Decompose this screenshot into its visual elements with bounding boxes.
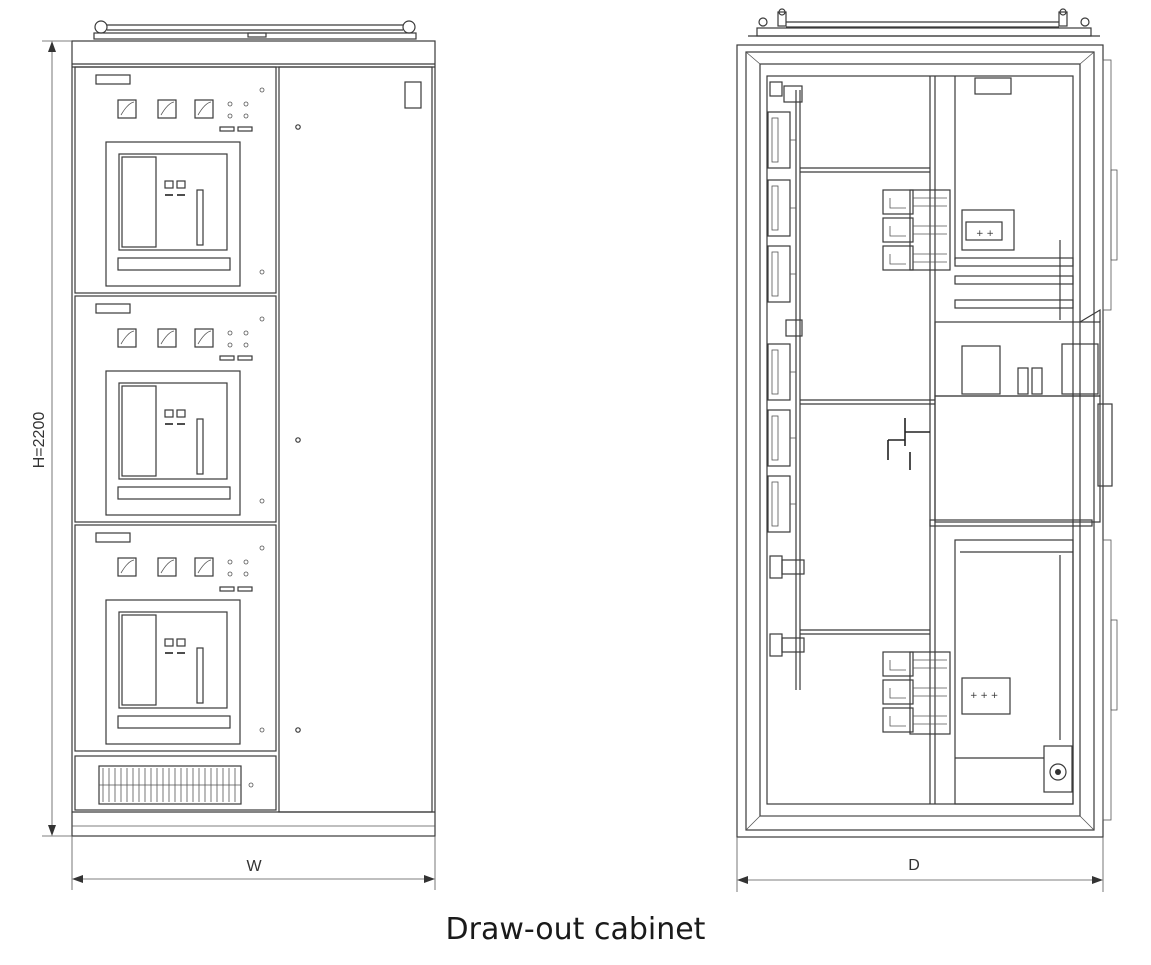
side-frame [736, 44, 1118, 838]
side-busbar-column [767, 81, 805, 690]
side-lifting-bar [748, 8, 1100, 37]
side-view: + + + [736, 8, 1118, 892]
side-breaker-drawer [887, 308, 1113, 527]
svg-text:+ + +: + + + [970, 691, 998, 701]
side-busbar-cluster-lower [882, 651, 951, 735]
depth-label: D [908, 857, 920, 874]
front-lifting-bar [93, 20, 417, 40]
front-drawer-3 [74, 524, 277, 752]
width-dimension: W [71, 836, 436, 890]
front-drawer-1 [74, 66, 277, 294]
height-label: H=2200 [31, 412, 48, 469]
depth-dimension: D [736, 837, 1104, 892]
front-right-door [278, 66, 433, 813]
side-rails [800, 76, 956, 804]
front-view: H=2200 W [31, 20, 436, 890]
width-label: W [246, 858, 262, 875]
svg-text:+ +: + + [976, 229, 994, 239]
front-cabinet-frame [71, 40, 436, 837]
height-dimension: H=2200 [31, 40, 72, 837]
diagram-caption: Draw-out cabinet [445, 912, 706, 947]
side-lower-compartment: + + + [954, 539, 1074, 805]
side-busbar-cluster-upper [882, 189, 951, 271]
front-drawer-2 [74, 295, 277, 523]
front-vent-panel [74, 755, 277, 811]
side-upper-compartment: + + [954, 77, 1074, 320]
